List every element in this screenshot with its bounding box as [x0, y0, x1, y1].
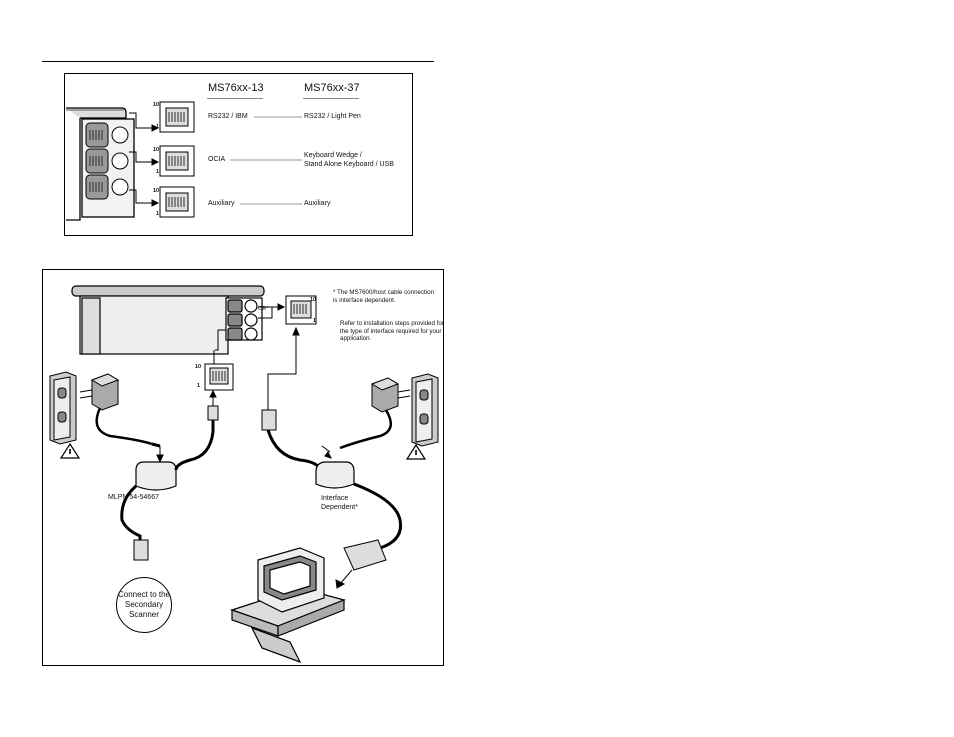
cable-right-label-1: Interface — [321, 495, 349, 502]
pin-bottom-right: 1 — [313, 318, 317, 324]
note-interface: * The MS7600/host cable connection is in… — [333, 289, 435, 304]
rj45-jack-icon — [204, 363, 234, 391]
row2-right-label-1: Keyboard Wedge / — [304, 152, 362, 159]
pin-top-left: 10 — [195, 364, 202, 370]
row2-right-label-2: Stand Alone Keyboard / USB — [304, 161, 394, 168]
row3-left-label: Auxiliary — [208, 200, 235, 207]
col1-underline — [207, 98, 263, 99]
cable-left-label: MLPN 54-54667 — [108, 494, 159, 501]
note-installation: Refer to installation steps provided for… — [340, 320, 444, 343]
cable-right-label-2: Dependent* — [321, 504, 358, 511]
or-label: OR* — [258, 306, 269, 312]
pin-top-right: 10 — [310, 297, 317, 303]
col2-underline — [303, 98, 359, 99]
pin-bottom-3: 1 — [156, 211, 160, 217]
warning-icon — [405, 443, 427, 460]
wall-outlet-icon — [49, 371, 77, 445]
header-rule — [42, 61, 434, 62]
secondary-scanner-callout: Connect to the Secondary Scanner — [116, 577, 172, 633]
pin-bottom-1: 1 — [156, 124, 160, 130]
scanner-body — [71, 285, 265, 355]
port-stack — [85, 122, 129, 200]
col2-header: MS76xx-37 — [304, 82, 360, 94]
rj45-jack-icon — [159, 101, 195, 218]
secondary-scanner-text: Connect to the Secondary Scanner — [117, 590, 171, 619]
row1-right-label: RS232 / Light Pen — [304, 113, 361, 120]
bracket-arrows — [129, 112, 160, 207]
right-cable — [261, 409, 403, 589]
power-adapter-icon — [79, 373, 161, 448]
pin-bottom-2: 1 — [156, 169, 160, 175]
warning-icon — [59, 442, 81, 459]
pin-top-3: 10 — [153, 188, 160, 194]
rj45-jack-icon — [285, 295, 317, 325]
row2-left-label: OCIA — [208, 156, 226, 163]
pin-top-2: 10 — [153, 147, 160, 153]
row3-right-label: Auxiliary — [304, 200, 331, 207]
row1-left-label: RS232 / IBM — [208, 113, 248, 120]
pin-bottom-left: 1 — [197, 383, 201, 389]
left-cable — [120, 405, 219, 561]
wall-outlet-icon — [411, 373, 439, 447]
col1-header: MS76xx-13 — [208, 82, 264, 94]
power-adapter-icon — [339, 377, 411, 450]
pin-top-1: 10 — [153, 102, 160, 108]
computer-icon — [230, 547, 346, 664]
